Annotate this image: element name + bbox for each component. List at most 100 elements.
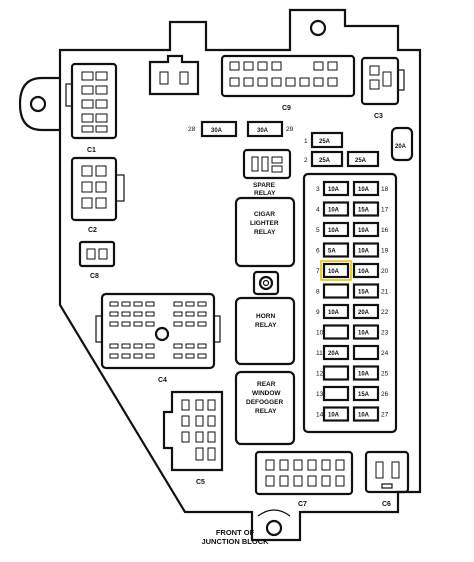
- center-fastener: [252, 270, 280, 296]
- connector-c4-label: C4: [158, 377, 167, 384]
- fuse-left-number: 6: [316, 248, 320, 255]
- horn-relay: [234, 296, 296, 366]
- connector-c8: [78, 240, 116, 268]
- fuse-right-number: 21: [381, 289, 389, 296]
- fuse-spare-20a-rating: 20A: [395, 144, 407, 150]
- connector-c1: [65, 62, 118, 140]
- fuse-left-rating: 10A: [328, 269, 340, 275]
- fuse-left: [322, 262, 350, 279]
- c4-pin: [133, 301, 143, 307]
- fuse-right-rating: 10A: [358, 413, 370, 419]
- fuse-spare-25a: [346, 150, 380, 168]
- c4-pin: [133, 321, 143, 327]
- fuse-left-number: 14: [316, 412, 324, 419]
- c4-pin: [197, 321, 207, 327]
- fuse-right-rating: 15A: [358, 392, 370, 398]
- connector-c7-label: C7: [298, 501, 307, 508]
- fuse-left: [322, 324, 350, 340]
- c4-pin: [145, 343, 155, 349]
- connector-c2: [70, 156, 125, 222]
- connector-c9-label: C9: [282, 105, 291, 112]
- c4-pin: [197, 301, 207, 307]
- cigar-relay-label-1: CIGAR: [254, 211, 275, 218]
- c4-pin: [109, 301, 119, 307]
- fuse-29-rating: 30A: [257, 128, 269, 134]
- fuse-right-rating: 10A: [358, 187, 370, 193]
- fuse-right-rating: 10A: [358, 228, 370, 234]
- c4-pin: [133, 353, 143, 359]
- c4-pin: [197, 343, 207, 349]
- fuse-left: [322, 242, 350, 258]
- fuse-right-rating: 10A: [358, 372, 370, 378]
- defogger-relay: [234, 370, 296, 446]
- fuse-1-rating: 25A: [319, 139, 331, 145]
- junction-block-housing: [58, 8, 422, 542]
- fuse-left-number: 7: [316, 268, 320, 275]
- cigar-relay-label-3: RELAY: [254, 229, 276, 236]
- fuse-panel: [302, 172, 398, 434]
- diagram-caption: FRONT OF JUNCTION BLOCK: [180, 528, 290, 546]
- fuse-right-number: 25: [381, 371, 389, 378]
- bottom-ear-rim: [257, 509, 291, 517]
- caption-line-2: JUNCTION BLOCK: [201, 537, 269, 546]
- c4-pin: [145, 301, 155, 307]
- fuse-right-rating: 10A: [358, 269, 370, 275]
- c4-pin: [197, 353, 207, 359]
- c4-pin: [173, 353, 183, 359]
- connector-c6: [364, 450, 410, 494]
- fuse-right: [352, 242, 380, 258]
- c4-pin: [133, 343, 143, 349]
- c4-pin: [109, 353, 119, 359]
- fuse-left: [322, 344, 350, 361]
- cigar-lighter-relay: [234, 196, 296, 268]
- fuse-right-number: 19: [381, 248, 389, 255]
- defogger-relay-label-3: DEFOGGER: [246, 399, 284, 406]
- fuse-29: [246, 120, 284, 138]
- fuse-left-number: 12: [316, 371, 324, 378]
- connector-c2-label: C2: [88, 227, 97, 234]
- c4-pin: [133, 311, 143, 317]
- connector-c6-label: C6: [382, 501, 391, 508]
- fuse-left-number: 13: [316, 391, 324, 398]
- fuse-right: [352, 201, 380, 217]
- fuse-right-rating: 20A: [358, 310, 370, 316]
- cigar-relay-label-2: LIGHTER: [250, 220, 279, 227]
- fuse-right-rating: 15A: [358, 290, 370, 296]
- connector-c9: [220, 54, 356, 98]
- fuse-right: [352, 303, 380, 320]
- bottom-ear-hole: [265, 519, 283, 537]
- defogger-relay-label-2: WINDOW: [252, 390, 281, 397]
- fuse-left-number: 9: [316, 309, 320, 316]
- fuse-right-number: 23: [381, 330, 389, 337]
- fuse-right: [352, 262, 380, 279]
- fuse-left-rating: 10A: [328, 208, 340, 214]
- fuse-spare-20a: [390, 126, 414, 162]
- fuse-left-rating: 10A: [328, 413, 340, 419]
- fuse-left: [322, 221, 350, 238]
- connector-c8-label: C8: [90, 273, 99, 280]
- c4-pin: [185, 311, 195, 317]
- connector-c7: [254, 450, 354, 496]
- fuse-right: [352, 180, 380, 197]
- fuse-left: [322, 365, 350, 381]
- fuse-2: [310, 150, 344, 168]
- left-ear-hole: [29, 95, 47, 113]
- c4-pin: [121, 301, 131, 307]
- fuse-right: [352, 344, 380, 361]
- c4-pin: [145, 311, 155, 317]
- c4-pin: [121, 353, 131, 359]
- defogger-relay-label-1: REAR: [257, 381, 276, 388]
- left-mounting-ear: [18, 76, 60, 132]
- c4-pin: [145, 353, 155, 359]
- fuse-28: [200, 120, 238, 138]
- fuse-right-number: 18: [381, 186, 389, 193]
- c4-pin: [109, 343, 119, 349]
- c4-pin: [173, 311, 183, 317]
- fuse-left: [322, 385, 350, 402]
